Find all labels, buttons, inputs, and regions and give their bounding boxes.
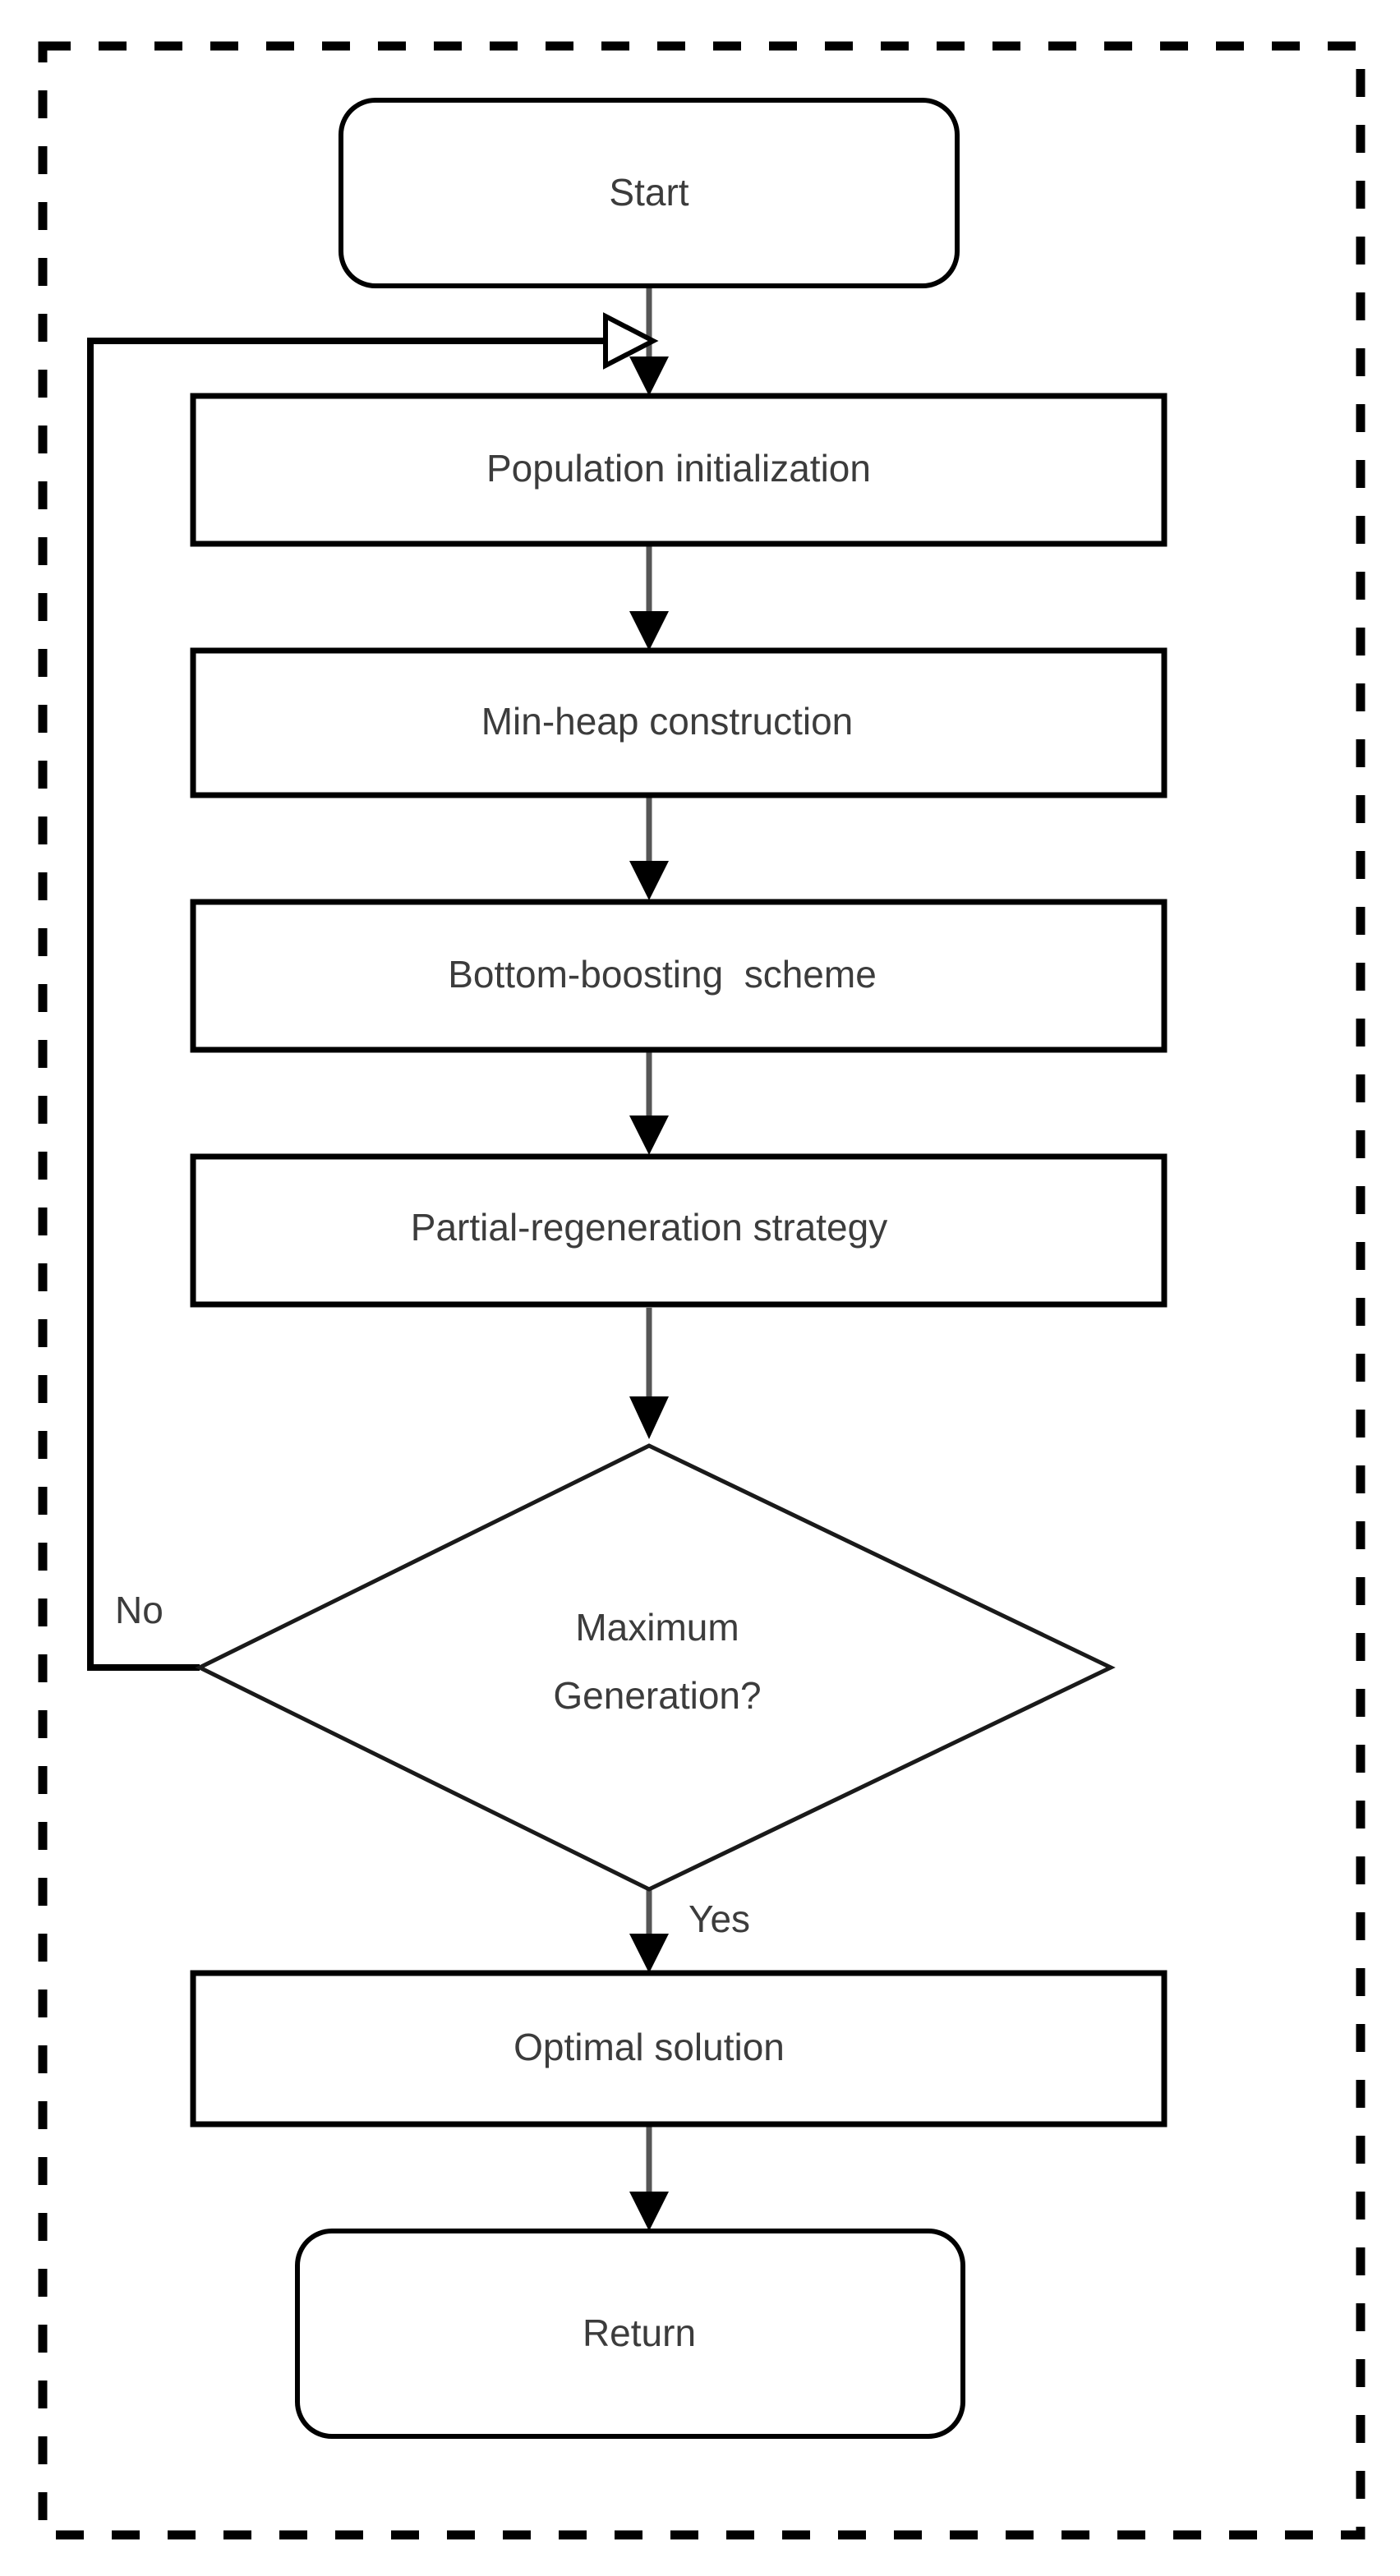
arrowhead-to-population bbox=[629, 356, 669, 396]
arrowhead-to-boosting bbox=[629, 861, 669, 900]
node-start[interactable] bbox=[338, 98, 960, 288]
edge-label-yes: Yes bbox=[688, 1898, 750, 1940]
node-partial-regeneration-strategy-label: Partial-regeneration strategy bbox=[411, 1206, 887, 1249]
node-decision-label-line2: Generation? bbox=[553, 1674, 761, 1717]
node-return[interactable] bbox=[295, 2229, 965, 2439]
outer-dashed-boundary bbox=[38, 41, 1365, 2540]
arrowhead-to-regeneration bbox=[629, 1116, 669, 1155]
node-population-initialization-label: Population initialization bbox=[486, 447, 871, 490]
node-minheap-construction[interactable] bbox=[190, 647, 1167, 798]
arrowhead-to-optimal bbox=[629, 1934, 669, 1973]
edge-label-no: No bbox=[115, 1589, 163, 1631]
arrowhead-to-decision bbox=[629, 1396, 669, 1439]
arrowhead-hollow-feedback-merge bbox=[603, 312, 659, 370]
node-decision-maximum-generation[interactable] bbox=[195, 1443, 1116, 1892]
arrowhead-to-return bbox=[629, 2192, 669, 2231]
node-optimal-solution[interactable] bbox=[190, 1970, 1167, 2128]
node-minheap-construction-label: Min-heap construction bbox=[481, 700, 854, 743]
node-start-label: Start bbox=[609, 171, 688, 214]
node-optimal-solution-label: Optimal solution bbox=[513, 2026, 785, 2068]
node-bottom-boosting-scheme[interactable] bbox=[190, 899, 1167, 1053]
arrowhead-to-minheap bbox=[629, 611, 669, 651]
node-bottom-boosting-scheme-label: Bottom-boosting scheme bbox=[448, 953, 877, 996]
connector-decision-no-feedback-loop bbox=[87, 338, 624, 1671]
node-population-initialization[interactable] bbox=[190, 393, 1167, 547]
node-partial-regeneration-strategy[interactable] bbox=[190, 1153, 1167, 1308]
node-return-label: Return bbox=[583, 2312, 696, 2354]
node-decision-label-line1: Maximum bbox=[575, 1606, 739, 1649]
